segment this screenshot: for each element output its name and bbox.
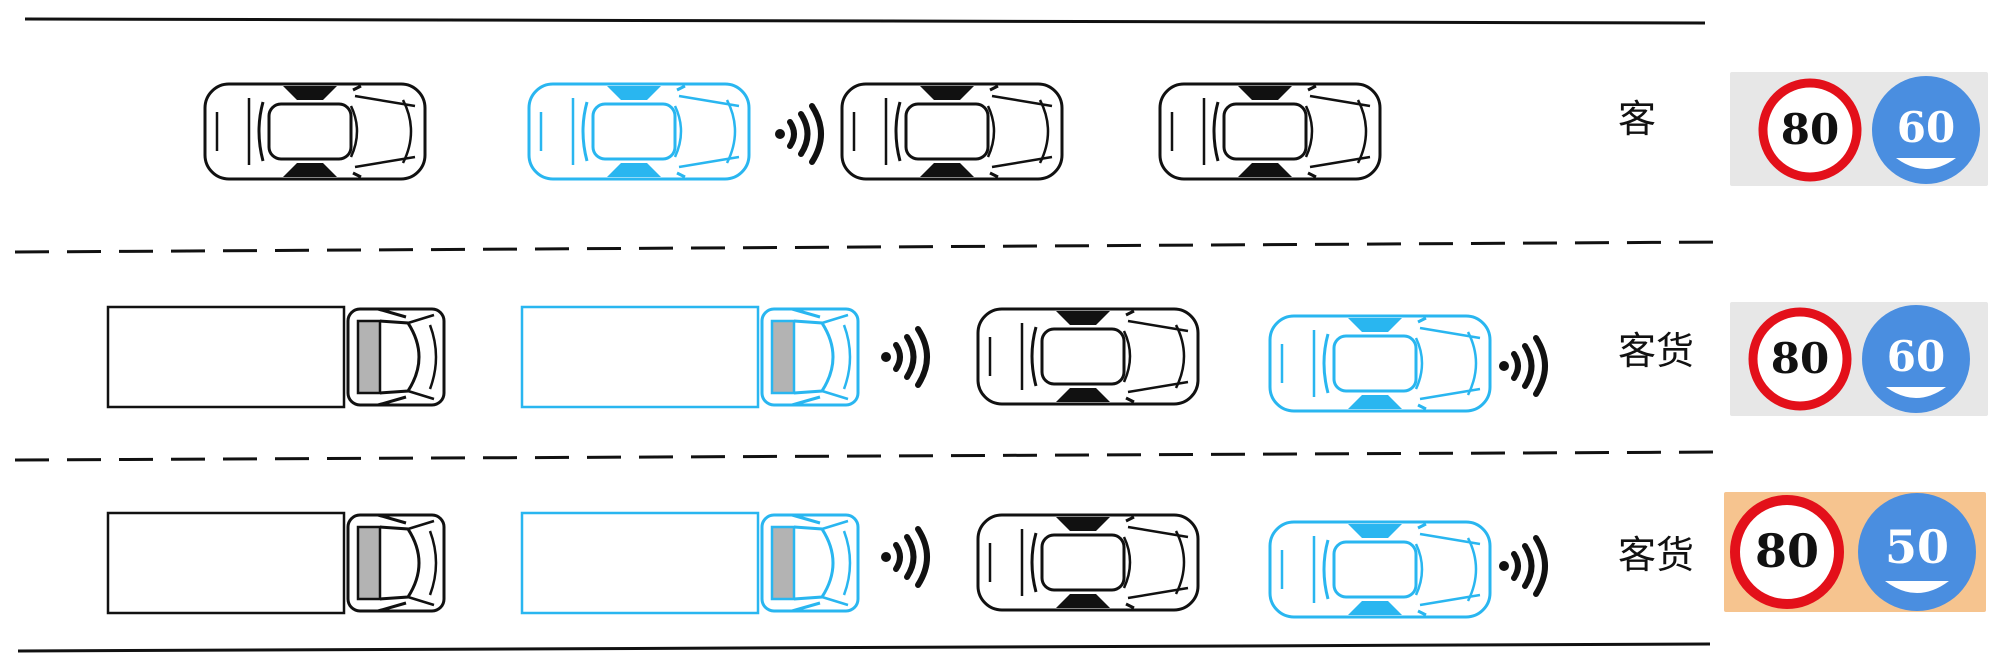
min-speed-value: 60 bbox=[1897, 103, 1955, 152]
lane-1-type-label: 客 bbox=[1618, 97, 1657, 141]
regular-vehicle-icon bbox=[840, 82, 1064, 181]
regular-truck-icon bbox=[106, 511, 446, 615]
connected-vehicle-icon bbox=[1268, 520, 1492, 619]
road-edge-top bbox=[24, 17, 1706, 25]
lane-3-type-label: 客货 bbox=[1618, 533, 1695, 577]
lane-divider-2 bbox=[14, 450, 1726, 462]
regular-truck-icon bbox=[106, 305, 446, 409]
max-speed-sign: 80 bbox=[1748, 307, 1852, 411]
max-speed-value: 80 bbox=[1755, 524, 1819, 578]
lane-1-speed-sign-panel: 80 60 bbox=[1730, 72, 1988, 186]
regular-vehicle-icon bbox=[203, 82, 427, 181]
wireless-signal-icon bbox=[1499, 538, 1545, 594]
min-speed-sign: 60 bbox=[1862, 305, 1970, 413]
min-speed-sign: 50 bbox=[1858, 493, 1976, 611]
max-speed-value: 80 bbox=[1771, 334, 1829, 383]
road-edge-bottom bbox=[17, 642, 1711, 653]
connected-vehicle-icon bbox=[1268, 314, 1492, 413]
max-speed-sign: 80 bbox=[1730, 495, 1844, 609]
lane-2-type-label: 客货 bbox=[1618, 329, 1695, 373]
connected-vehicle-icon bbox=[527, 82, 751, 181]
wireless-signal-icon bbox=[881, 529, 927, 585]
lane-3-speed-sign-panel: 80 50 bbox=[1724, 492, 1986, 612]
lane-2-speed-sign-panel: 80 60 bbox=[1730, 302, 1988, 416]
wireless-signal-icon bbox=[1499, 338, 1545, 394]
min-speed-value: 60 bbox=[1887, 332, 1945, 381]
min-speed-sign: 60 bbox=[1872, 76, 1980, 184]
min-speed-value: 50 bbox=[1885, 520, 1949, 574]
max-speed-sign: 80 bbox=[1758, 78, 1862, 182]
regular-vehicle-icon bbox=[976, 513, 1200, 612]
regular-vehicle-icon bbox=[1158, 82, 1382, 181]
max-speed-value: 80 bbox=[1781, 105, 1839, 154]
regular-vehicle-icon bbox=[976, 307, 1200, 406]
connected-truck-icon bbox=[520, 305, 860, 409]
wireless-signal-icon bbox=[881, 329, 927, 385]
lane-divider-1 bbox=[14, 240, 1726, 254]
wireless-signal-icon bbox=[775, 106, 821, 162]
connected-truck-icon bbox=[520, 511, 860, 615]
